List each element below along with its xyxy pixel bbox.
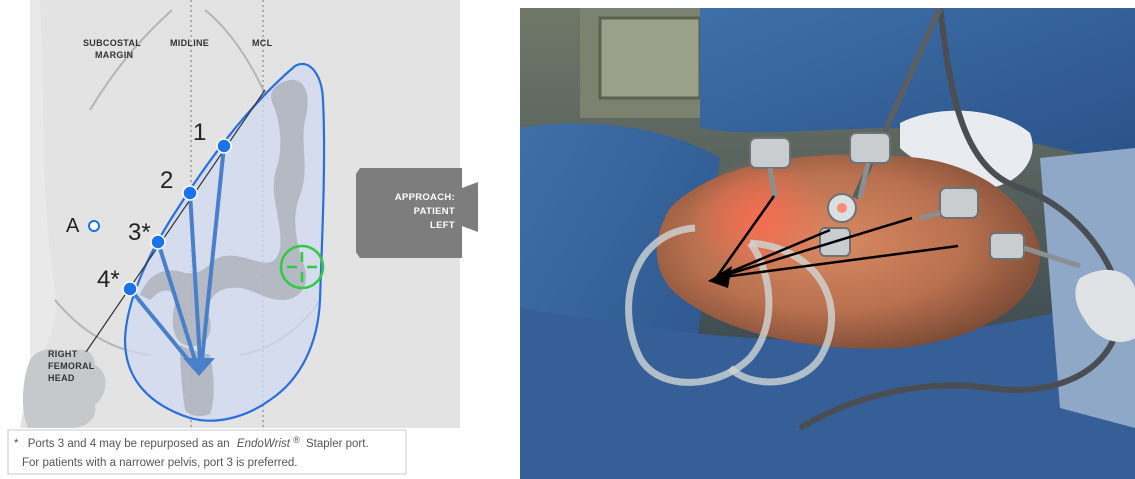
- footnote-star: *: [14, 438, 19, 450]
- port-a-dot: [89, 221, 99, 231]
- footnote-line1-pre: Ports 3 and 4 may be repurposed as an: [28, 438, 230, 450]
- footnote-line1-post: Stapler port.: [306, 438, 369, 450]
- port-1-label: 1: [193, 119, 206, 146]
- approach-line1: APPROACH:: [395, 192, 455, 203]
- port-4-dot: [123, 282, 137, 296]
- port-3-dot: [151, 235, 165, 249]
- port-2-label: 2: [160, 167, 173, 194]
- footnote-endowrist: EndoWrist: [237, 438, 291, 450]
- footnote-registered: ®: [293, 435, 300, 445]
- approach-line2: PATIENT: [414, 206, 455, 217]
- port-3-label: 3*: [128, 219, 151, 246]
- port-2-dot: [183, 186, 197, 200]
- footnote-line2: For patients with a narrower pelvis, por…: [22, 457, 297, 469]
- midline-label: MIDLINE: [170, 38, 209, 48]
- subcostal-label-line1: SUBCOSTAL: [83, 38, 141, 48]
- cabinet-window: [600, 18, 700, 98]
- femoral-label-line3: HEAD: [48, 373, 75, 383]
- port-4-label: 4*: [97, 266, 120, 293]
- femoral-label-line2: FEMORAL: [48, 361, 95, 371]
- approach-line3: LEFT: [430, 220, 455, 231]
- mcl-label: MCL: [252, 38, 273, 48]
- port-placement-diagram: 1 2 3* 4* A SUBCOSTAL MARGIN MIDLINE MCL…: [0, 0, 490, 479]
- approach-camera-icon: APPROACH: PATIENT LEFT: [356, 168, 478, 258]
- surgical-field-photo: [520, 8, 1135, 479]
- port-1-dot: [217, 139, 231, 153]
- femoral-label-line1: RIGHT: [48, 349, 78, 359]
- subcostal-label-line2: MARGIN: [95, 50, 133, 60]
- port-a-label: A: [66, 215, 80, 237]
